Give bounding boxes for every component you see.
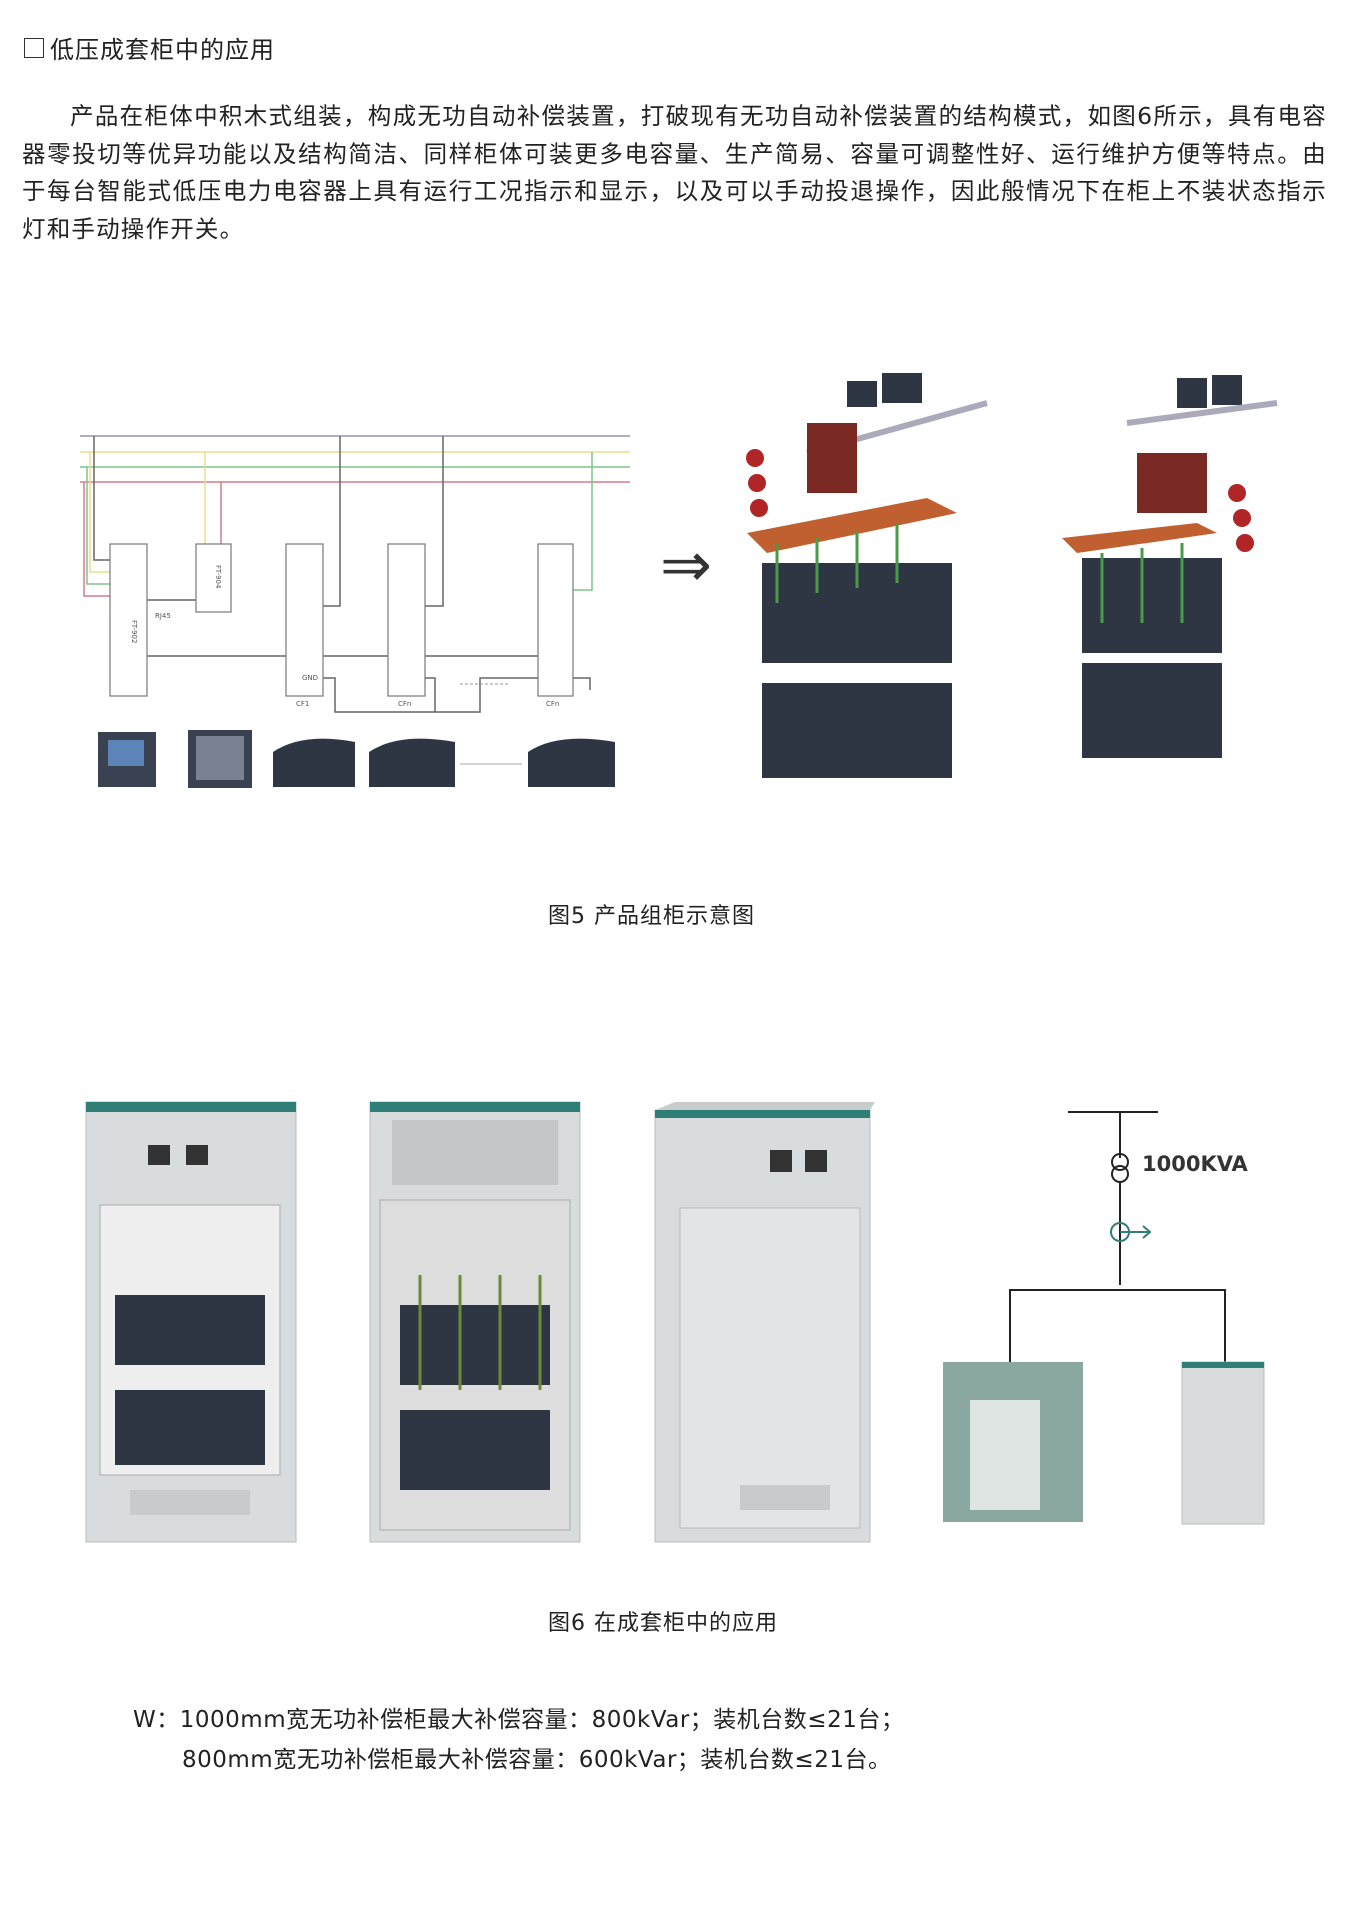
cabinet-closed (654, 1102, 875, 1543)
spec-prefix: W： (133, 1707, 180, 1733)
figure6-caption: 图6 在成套柜中的应用 (548, 1611, 778, 1636)
module-label: FT-904 (214, 565, 222, 589)
spec-line-2: 800mm宽无功补偿柜最大补偿容量：600kVar；装机台数≤21台。 (182, 1747, 892, 1773)
cabinet-open-2 (369, 1101, 581, 1543)
cfx-label: CFn (546, 700, 559, 708)
cabinet-small (1181, 1361, 1265, 1525)
checkbox-icon (24, 37, 44, 58)
intro-paragraph: 产品在柜体中积木式组装，构成无功自动补偿装置，打破现有无功自动补偿装置的结构模式… (22, 102, 1327, 243)
capacitor-units (273, 738, 615, 787)
section-heading: 低压成套柜中的应用 (24, 30, 275, 65)
transformer-label: 1000KVA (1142, 1152, 1248, 1176)
section-title: 低压成套柜中的应用 (50, 36, 275, 64)
spec-line-1: W：1000mm宽无功补偿柜最大补偿容量：800kVar；装机台数≤21台； (133, 1700, 904, 1734)
transformer-icon (1111, 1153, 1129, 1171)
cfn-label: CFn (398, 700, 411, 708)
controller-label: FT-902 (130, 620, 138, 643)
gnd-label: GND (302, 674, 318, 682)
cabinet-open-1 (85, 1101, 297, 1543)
assembly-render-side (1062, 375, 1278, 758)
cf1-label: CF1 (296, 700, 309, 708)
cabinet-photos (85, 1101, 875, 1543)
rj45-label: RJ45 (155, 612, 171, 620)
device-photos (98, 730, 615, 788)
implies-arrow-icon: ⇒ (660, 528, 712, 601)
figure5-caption: 图5 产品组柜示意图 (548, 904, 755, 929)
assembly-render-front (746, 373, 988, 778)
wiring-schematic: FT-902 FT-904 RJ45 CF1 CFn CFn GND (80, 435, 630, 713)
spec-text-1: 1000mm宽无功补偿柜最大补偿容量：800kVar；装机台数≤21台； (179, 1707, 905, 1733)
single-line-diagram (943, 1111, 1265, 1525)
